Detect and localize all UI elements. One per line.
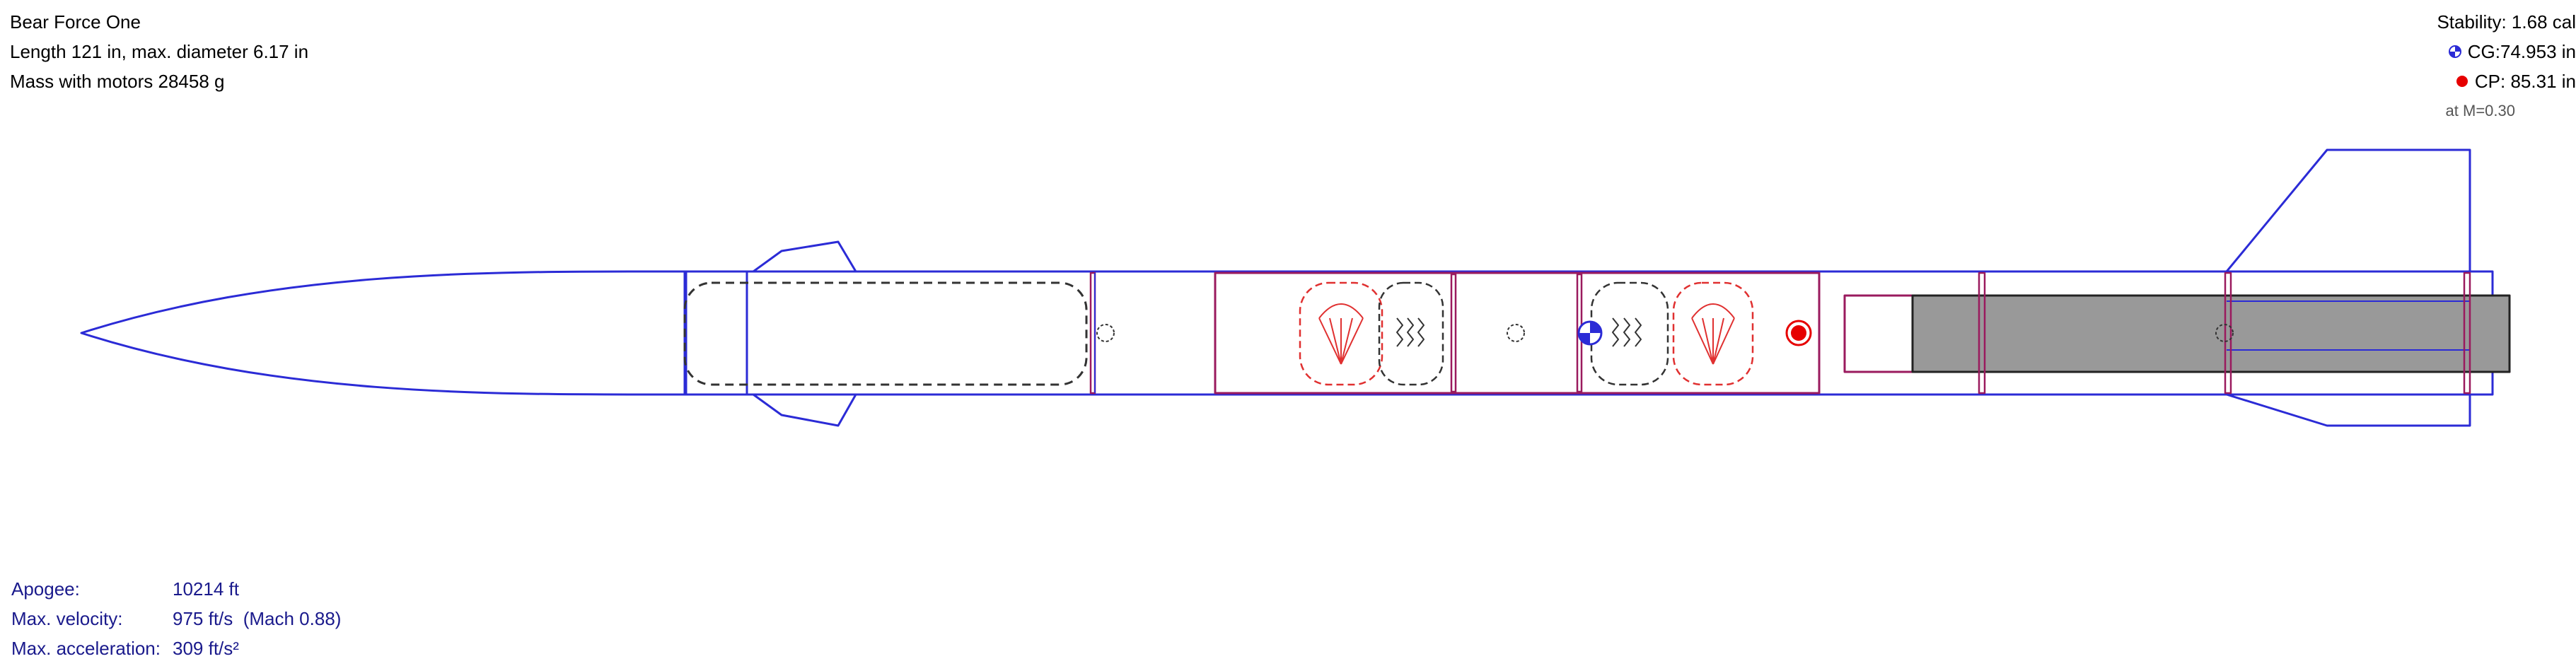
centering-ring-1[interactable] — [1978, 271, 1986, 395]
mach-line: at M=0.30 — [2437, 96, 2576, 126]
mach-text: at M=0.30 — [2445, 102, 2515, 119]
cp-line: CP: 85.31 in — [2437, 66, 2576, 96]
stability-line: Stability: 1.68 cal — [2437, 7, 2576, 37]
shock-cord-icon — [1612, 317, 1642, 347]
parachute-2[interactable] — [1672, 281, 1754, 386]
design-info: Bear Force One Length 121 in, max. diame… — [10, 7, 308, 96]
stability-text: Stability: 1.68 cal — [2437, 11, 2576, 33]
cg-marker-icon — [2448, 45, 2461, 58]
nose-cone[interactable] — [80, 270, 687, 396]
centering-ring-2[interactable] — [2224, 271, 2232, 395]
cp-text: CP: 85.31 in — [2474, 71, 2576, 92]
cg-line: CG:74.953 in — [2437, 37, 2576, 66]
shock-cord-2[interactable] — [1590, 281, 1669, 386]
stability-info: Stability: 1.68 cal CG:74.953 in CP: 85.… — [2437, 7, 2576, 126]
canard-top[interactable] — [753, 240, 857, 273]
payload-mass[interactable] — [683, 281, 1088, 386]
velocity-value: 975 ft/s (Mach 0.88) — [173, 608, 342, 629]
cp-marker-icon — [1785, 320, 1812, 346]
fin-bottom[interactable] — [2226, 393, 2471, 427]
apogee-value: 10214 ft — [173, 578, 239, 600]
cg-text: CG:74.953 in — [2467, 41, 2576, 62]
apogee-label: Apogee: — [11, 578, 80, 600]
acceleration-row: Max. acceleration: 309 ft/s² — [11, 633, 341, 663]
flight-stats: Apogee: 10214 ft Max. velocity: 975 ft/s… — [11, 574, 341, 663]
mass-component-icon — [1507, 324, 1525, 342]
design-length: Length 121 in, max. diameter 6.17 in — [10, 41, 309, 62]
fin-top[interactable] — [2225, 148, 2471, 272]
apogee-row: Apogee: 10214 ft — [11, 574, 341, 604]
design-name: Bear Force One — [10, 11, 141, 33]
design-mass: Mass with motors 28458 g — [10, 71, 225, 92]
velocity-label: Max. velocity: — [11, 608, 123, 629]
parachute-icon — [1318, 303, 1364, 365]
bulkhead-2[interactable] — [1450, 273, 1457, 393]
acceleration-label: Max. acceleration: — [11, 638, 161, 659]
shock-cord-icon — [1396, 317, 1425, 347]
avionics-bay[interactable] — [1214, 271, 1821, 395]
parachute-1[interactable] — [1299, 281, 1383, 386]
mass-component-icon — [1096, 324, 1115, 342]
parachute-icon — [1691, 303, 1735, 365]
cp-marker-icon — [2456, 76, 2468, 87]
motor-casing[interactable] — [1911, 294, 2511, 373]
acceleration-value: 309 ft/s² — [173, 638, 239, 659]
cg-marker-icon — [1577, 320, 1603, 346]
velocity-row: Max. velocity: 975 ft/s (Mach 0.88) — [11, 604, 341, 633]
canard-bottom[interactable] — [753, 393, 857, 427]
mass-component-icon — [2215, 324, 2234, 342]
shock-cord-1[interactable] — [1378, 281, 1444, 386]
centering-ring-3[interactable] — [2463, 271, 2471, 395]
